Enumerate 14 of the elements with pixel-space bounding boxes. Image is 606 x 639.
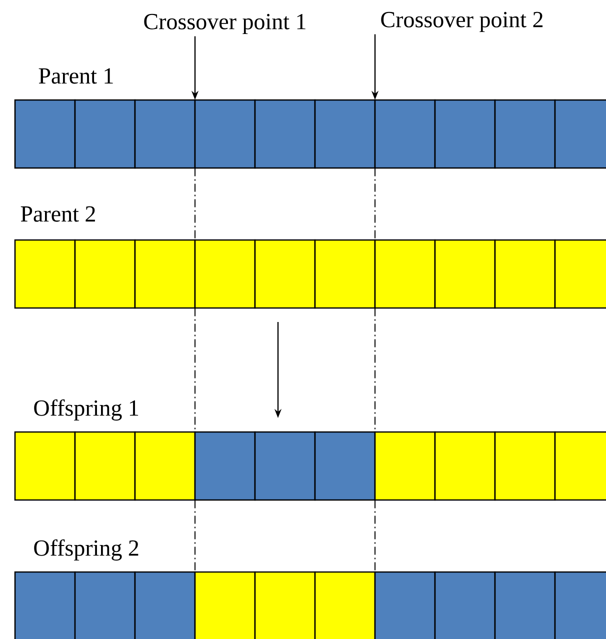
row-label: Parent 1 bbox=[38, 68, 113, 84]
crossover-label: Crossover point 1 bbox=[144, 14, 306, 34]
row-label: Offspring 1 bbox=[34, 399, 138, 421]
crossover-label: Crossover point 2 bbox=[381, 12, 543, 32]
row-label: Offspring 2 bbox=[34, 539, 138, 561]
chromosome-drawing bbox=[14, 239, 606, 309]
chromosome-drawing bbox=[14, 99, 606, 169]
chromosome-drawing bbox=[14, 431, 606, 501]
crossover-line bbox=[194, 500, 196, 572]
crossover-line bbox=[374, 500, 376, 572]
chromosome-drawing bbox=[14, 571, 606, 639]
crossover-line bbox=[374, 168, 376, 240]
crossover-line bbox=[194, 168, 196, 240]
row-label: Parent 2 bbox=[20, 206, 95, 222]
